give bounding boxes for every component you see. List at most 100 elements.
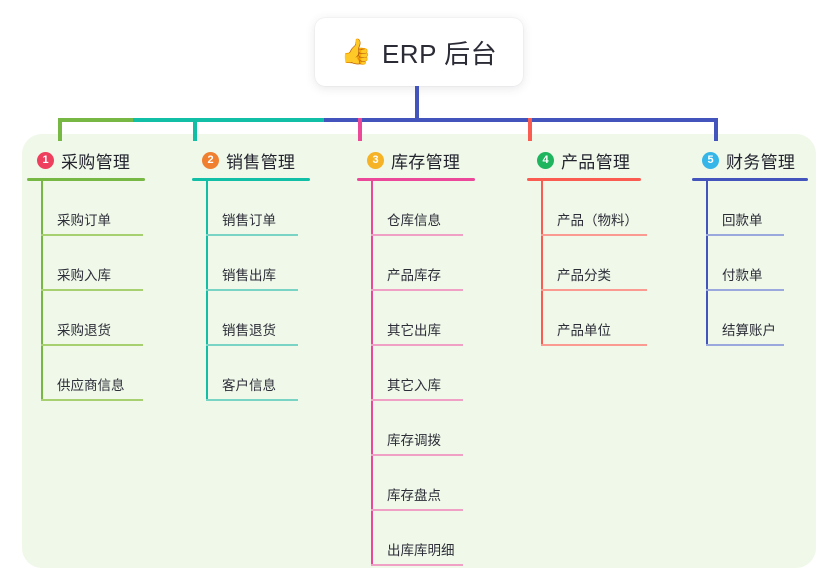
list-item-label: 销售出库 xyxy=(222,268,276,283)
list-item[interactable]: 采购订单 xyxy=(27,181,145,236)
list-item[interactable]: 采购退货 xyxy=(27,291,145,346)
list-item-label: 产品（物料） xyxy=(557,213,638,228)
list-item[interactable]: 回款单 xyxy=(692,181,808,236)
list-item[interactable]: 仓库信息 xyxy=(357,181,475,236)
list-item[interactable]: 销售订单 xyxy=(192,181,310,236)
column-badge-3: 3 xyxy=(367,151,384,169)
column-items-5: 回款单付款单结算账户 xyxy=(692,181,808,346)
list-item-label: 结算账户 xyxy=(722,323,776,338)
column-badge-5: 5 xyxy=(702,151,719,169)
list-item-label: 供应商信息 xyxy=(57,378,125,393)
list-item-label: 付款单 xyxy=(722,268,763,283)
column-header-4[interactable]: 4 产品管理 xyxy=(527,147,641,173)
list-item[interactable]: 产品单位 xyxy=(527,291,647,346)
bus-segment-indigo xyxy=(324,118,716,122)
list-item-label: 其它入库 xyxy=(387,378,441,393)
bus-segment-green xyxy=(59,118,134,122)
diagram-panel xyxy=(22,134,816,568)
list-item-rule xyxy=(541,344,647,346)
column-spine-1 xyxy=(41,181,43,401)
column-header-rule-3 xyxy=(357,178,475,181)
list-item[interactable]: 库存调拨 xyxy=(357,401,475,456)
list-item-rule xyxy=(371,234,463,236)
list-item[interactable]: 产品分类 xyxy=(527,236,647,291)
list-item[interactable]: 库存盘点 xyxy=(357,456,475,511)
column-5: 5 财务管理回款单付款单结算账户 xyxy=(692,147,808,346)
list-item-rule xyxy=(206,399,298,401)
column-title-2: 销售管理 xyxy=(226,152,296,172)
list-item-rule xyxy=(206,289,298,291)
list-item-rule xyxy=(371,289,463,291)
list-item-rule xyxy=(371,509,463,511)
list-item[interactable]: 结算账户 xyxy=(692,291,808,346)
bus-segment-teal xyxy=(133,118,325,122)
column-items-3: 仓库信息产品库存其它出库其它入库库存调拨库存盘点出库库明细 xyxy=(357,181,475,566)
list-item-label: 库存调拨 xyxy=(387,433,441,448)
column-header-rule-4 xyxy=(527,178,641,181)
list-item-rule xyxy=(41,289,143,291)
list-item-label: 采购退货 xyxy=(57,323,111,338)
root-node-erp-backend[interactable]: 👍 ERP 后台 xyxy=(315,18,523,86)
list-item-rule xyxy=(206,344,298,346)
list-item-label: 回款单 xyxy=(722,213,763,228)
list-item[interactable]: 其它入库 xyxy=(357,346,475,401)
list-item[interactable]: 销售出库 xyxy=(192,236,310,291)
list-item-label: 销售订单 xyxy=(222,213,276,228)
column-header-rule-5 xyxy=(692,178,808,181)
list-item[interactable]: 供应商信息 xyxy=(27,346,145,401)
list-item[interactable]: 采购入库 xyxy=(27,236,145,291)
column-header-3[interactable]: 3 库存管理 xyxy=(357,147,475,173)
thumbs-up-icon: 👍 xyxy=(340,37,372,66)
column-3: 3 库存管理仓库信息产品库存其它出库其它入库库存调拨库存盘点出库库明细 xyxy=(357,147,475,566)
column-title-5: 财务管理 xyxy=(726,152,796,172)
list-item-label: 产品分类 xyxy=(557,268,611,283)
column-header-rule-2 xyxy=(192,178,310,181)
column-badge-4: 4 xyxy=(537,151,554,169)
list-item-label: 采购订单 xyxy=(57,213,111,228)
list-item-rule xyxy=(371,564,463,566)
column-4: 4 产品管理产品（物料） 产品分类产品单位 xyxy=(527,147,647,346)
list-item[interactable]: 销售退货 xyxy=(192,291,310,346)
connector-stem xyxy=(415,86,419,122)
list-item-rule xyxy=(371,399,463,401)
list-item-label: 客户信息 xyxy=(222,378,276,393)
list-item-label: 产品单位 xyxy=(557,323,611,338)
column-items-2: 销售订单销售出库销售退货客户信息 xyxy=(192,181,310,401)
list-item-label: 产品库存 xyxy=(387,268,441,283)
list-item-rule xyxy=(41,399,143,401)
list-item-rule xyxy=(371,454,463,456)
list-item[interactable]: 产品库存 xyxy=(357,236,475,291)
list-item[interactable]: 产品（物料） xyxy=(527,181,647,236)
list-item-rule xyxy=(541,234,647,236)
list-item-rule xyxy=(206,234,298,236)
column-spine-5 xyxy=(706,181,708,346)
list-item[interactable]: 其它出库 xyxy=(357,291,475,346)
list-item-label: 出库库明细 xyxy=(387,543,455,558)
column-badge-1: 1 xyxy=(37,151,54,169)
column-items-1: 采购订单采购入库采购退货供应商信息 xyxy=(27,181,145,401)
column-title-4: 产品管理 xyxy=(561,152,631,172)
list-item-rule xyxy=(706,344,784,346)
column-header-5[interactable]: 5 财务管理 xyxy=(692,147,808,173)
list-item[interactable]: 客户信息 xyxy=(192,346,310,401)
list-item-label: 仓库信息 xyxy=(387,213,441,228)
column-spine-3 xyxy=(371,181,373,566)
root-node-title: ERP 后台 xyxy=(381,38,498,69)
column-title-3: 库存管理 xyxy=(391,152,461,172)
list-item-label: 库存盘点 xyxy=(387,488,441,503)
list-item[interactable]: 付款单 xyxy=(692,236,808,291)
list-item-rule xyxy=(541,289,647,291)
column-spine-2 xyxy=(206,181,208,401)
list-item-label: 销售退货 xyxy=(222,323,276,338)
list-item-rule xyxy=(41,344,143,346)
list-item-rule xyxy=(706,234,784,236)
list-item[interactable]: 出库库明细 xyxy=(357,511,475,566)
list-item-rule xyxy=(41,234,143,236)
list-item-label: 采购入库 xyxy=(57,268,111,283)
list-item-label: 其它出库 xyxy=(387,323,441,338)
